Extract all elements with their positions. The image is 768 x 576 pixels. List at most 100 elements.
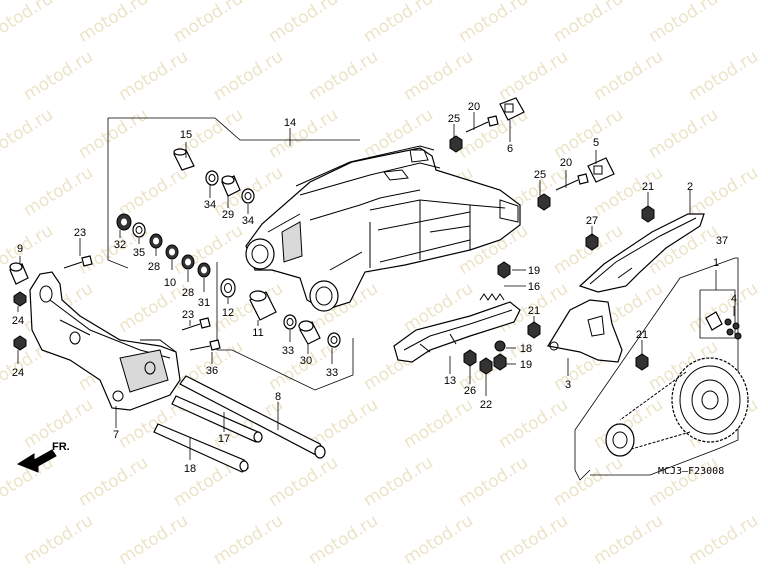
part-number-labels: 14 15 34 29 34 32 35 28 10 28 31 12 11 3… [12,101,737,475]
part-27-bolt [585,233,599,251]
label-25-upper: 25 [448,113,460,125]
part-32-bearing [116,213,132,231]
part-33-seal-left [283,314,297,330]
part-33-seal-right [327,332,341,348]
part-5-adjuster [587,157,615,183]
diagram-code: MCJ3—F23008 [658,466,724,477]
part-36-bolt [189,339,221,351]
label-21-guard-left: 21 [528,305,540,317]
part-16-spring [479,293,505,301]
label-6: 6 [507,143,513,155]
part-9-collar [9,262,29,285]
label-33-right: 33 [326,367,338,379]
part-6-adjuster [499,97,525,121]
part-20-bolt-upper [465,115,499,133]
label-15: 15 [180,129,192,141]
label-5: 5 [593,137,599,149]
label-30: 30 [300,355,312,367]
part-31-seal [197,262,211,278]
label-34-left: 34 [204,199,216,211]
label-20-upper: 20 [468,101,480,113]
label-20-lower: 20 [560,157,572,169]
part-18-shaft [153,423,249,473]
label-21-top: 21 [642,181,654,193]
part-19-bolt-lower [493,353,507,371]
part-8-pivot-shaft [179,375,326,459]
label-19-lower: 19 [520,359,532,371]
part-3-chain-guard [547,299,623,363]
bracket-group-14-top [108,117,360,141]
label-22: 22 [480,399,492,411]
label-24-lower: 24 [12,367,24,379]
bracket-group-37 [574,257,739,481]
leader-lines [17,112,735,460]
part-29-bearing [221,175,241,197]
part-24-nut-lower [13,335,27,351]
part-17-shaft [171,395,263,443]
label-24-upper: 24 [12,315,24,327]
part-12-washer [220,278,236,298]
part-15-collar [173,148,195,171]
label-28-left: 28 [148,261,160,273]
label-2: 2 [687,181,693,193]
label-12: 12 [222,307,234,319]
label-32: 32 [114,239,126,251]
label-21-guard-right: 21 [636,329,648,341]
part-4-master-link [705,311,742,340]
part-21-bolt-top [641,205,655,223]
label-23-lower: 23 [182,309,194,321]
label-14: 14 [284,117,296,129]
front-direction-arrow: FR. [16,441,70,473]
label-10: 10 [164,277,176,289]
bracket-group-14 [107,118,129,269]
part-37-drive-chain [605,357,749,457]
label-9: 9 [17,243,23,255]
part-34-seal-right [241,188,255,204]
label-17: 17 [218,433,230,445]
label-8: 8 [275,391,281,403]
bracket-group-11 [216,262,354,391]
label-33-left: 33 [282,345,294,357]
label-3: 3 [565,379,571,391]
part-20-bolt-lower [555,173,589,191]
part-21-bolt-guard-left [527,321,541,339]
bracket-group-1 [699,289,736,339]
label-31: 31 [198,297,210,309]
label-13: 13 [444,375,456,387]
part-13-chain-slider [393,301,521,363]
part-7-pivot-plate [29,271,181,411]
label-35: 35 [133,247,145,259]
part-10-bearing [165,244,179,260]
label-25-lower: 25 [534,169,546,181]
label-19-upper: 19 [528,265,540,277]
part-26-nut [463,349,477,367]
label-16: 16 [528,281,540,293]
part-21-bolt-guard-right [635,353,649,371]
part-2-chain-case [578,213,705,293]
label-26: 26 [464,385,476,397]
label-27: 27 [586,215,598,227]
swingarm [245,145,521,312]
label-18-right: 18 [520,343,532,355]
label-29: 29 [222,209,234,221]
label-18: 18 [184,463,196,475]
part-35-spacer [132,222,146,238]
part-24-nut-upper [13,291,27,307]
label-37: 37 [716,235,728,247]
label-34-right: 34 [242,215,254,227]
label-36: 36 [206,365,218,377]
label-11: 11 [252,327,263,339]
label-7: 7 [113,429,119,441]
label-28-right: 28 [182,287,194,299]
part-11-collar [249,290,277,321]
label-1: 1 [713,257,719,269]
part-23-bolt-lower [181,317,211,331]
part-18-collar [494,340,506,352]
part-30-bearing [298,320,321,345]
part-25-nut-upper [449,135,463,153]
part-22-bolt [479,357,493,375]
part-28-seal-left [149,233,163,249]
part-23-bolt-upper [63,255,93,269]
